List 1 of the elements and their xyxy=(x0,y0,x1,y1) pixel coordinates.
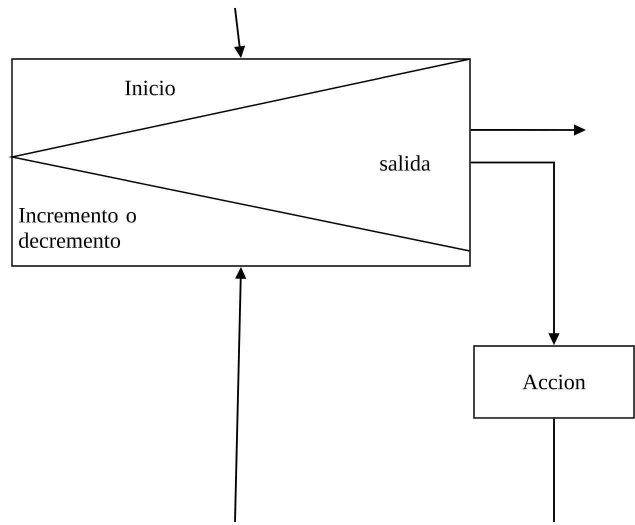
process-box: Accion xyxy=(473,345,635,419)
